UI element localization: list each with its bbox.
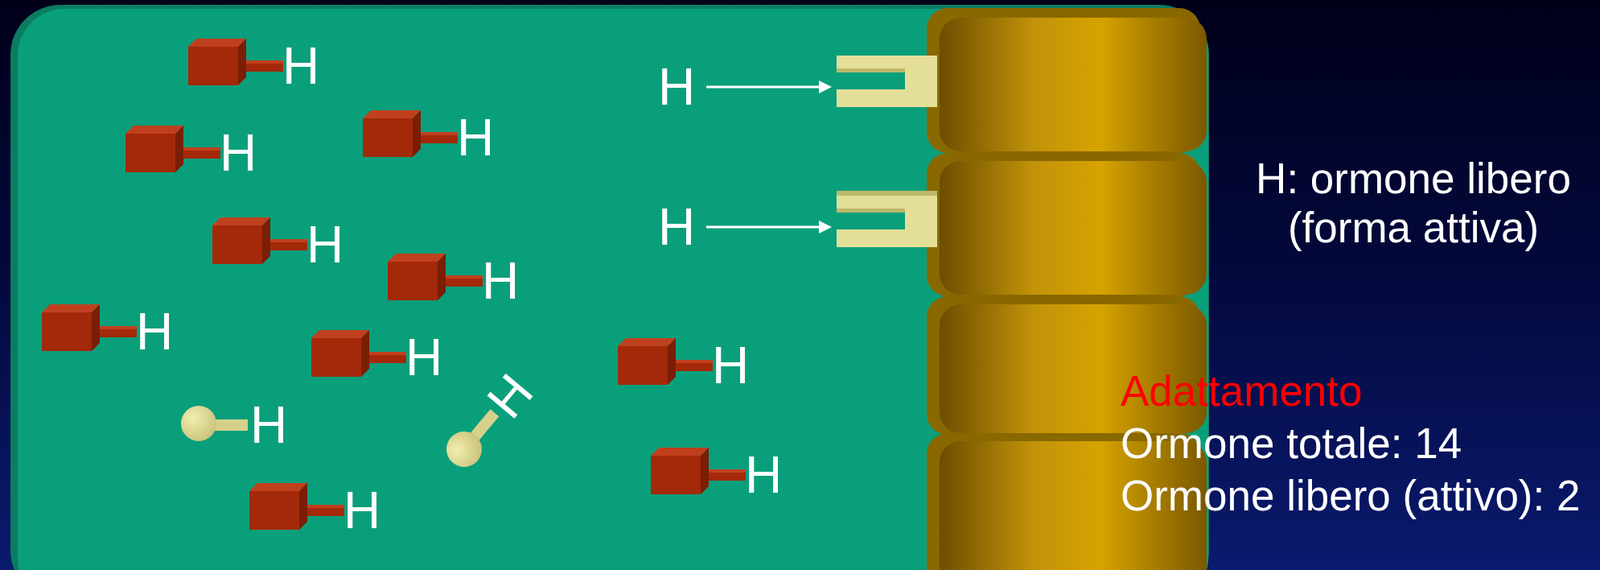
- free-hormone-label: H: [658, 61, 696, 113]
- hormone-label: H: [481, 255, 519, 307]
- receptor-slot-shade: [836, 208, 905, 213]
- hormone-label: H: [219, 127, 257, 179]
- binding-arrow: [706, 86, 821, 89]
- heading-label: Adattamento: [1120, 366, 1363, 416]
- hormone-label: H: [282, 40, 320, 92]
- bound-hormone-carrier: [41, 304, 137, 351]
- receptor-slot-shade: [836, 68, 905, 73]
- bound-hormone-carrier: [617, 337, 713, 385]
- membrane-block: [939, 160, 1207, 295]
- receptor-shade: [836, 190, 938, 196]
- receptor: [836, 195, 938, 247]
- arrow-head: [818, 80, 832, 94]
- count-label: Ormone libero (attivo): 2: [1120, 471, 1580, 521]
- receptor: [836, 55, 938, 107]
- hormone-label: H: [306, 218, 344, 271]
- free-hormone-ball: [180, 405, 217, 441]
- bound-hormone-carrier: [125, 125, 221, 173]
- hormone-label: H: [135, 305, 173, 358]
- bound-hormone-carrier: [362, 110, 458, 157]
- hormone-label: H: [456, 111, 494, 164]
- legend-note: H: ormone libero (forma attiva): [1244, 154, 1583, 253]
- bound-hormone-carrier: [188, 38, 284, 86]
- arrow-head: [818, 220, 832, 234]
- free-hormone-ball: [439, 423, 490, 474]
- free-hormone-rotated: [439, 401, 509, 474]
- hormone-label: H: [405, 331, 443, 383]
- hormone-label: H: [711, 339, 749, 391]
- bound-hormone-carrier: [311, 329, 407, 377]
- free-hormone-label: H: [250, 398, 288, 451]
- hormone-label: H: [343, 484, 381, 536]
- hormone-label: H: [744, 448, 782, 501]
- bound-hormone-carrier: [212, 217, 308, 264]
- count-label: Ormone totale: 14: [1120, 419, 1462, 469]
- bound-hormone-carrier: [650, 447, 746, 494]
- bound-hormone-carrier: [249, 482, 345, 530]
- binding-arrow: [706, 226, 821, 229]
- free-hormone-label: H: [658, 201, 696, 253]
- membrane-block: [939, 17, 1207, 152]
- compartment: [17, 8, 1209, 570]
- receptor-shade: [836, 50, 938, 107]
- bound-hormone-carrier: [387, 253, 483, 301]
